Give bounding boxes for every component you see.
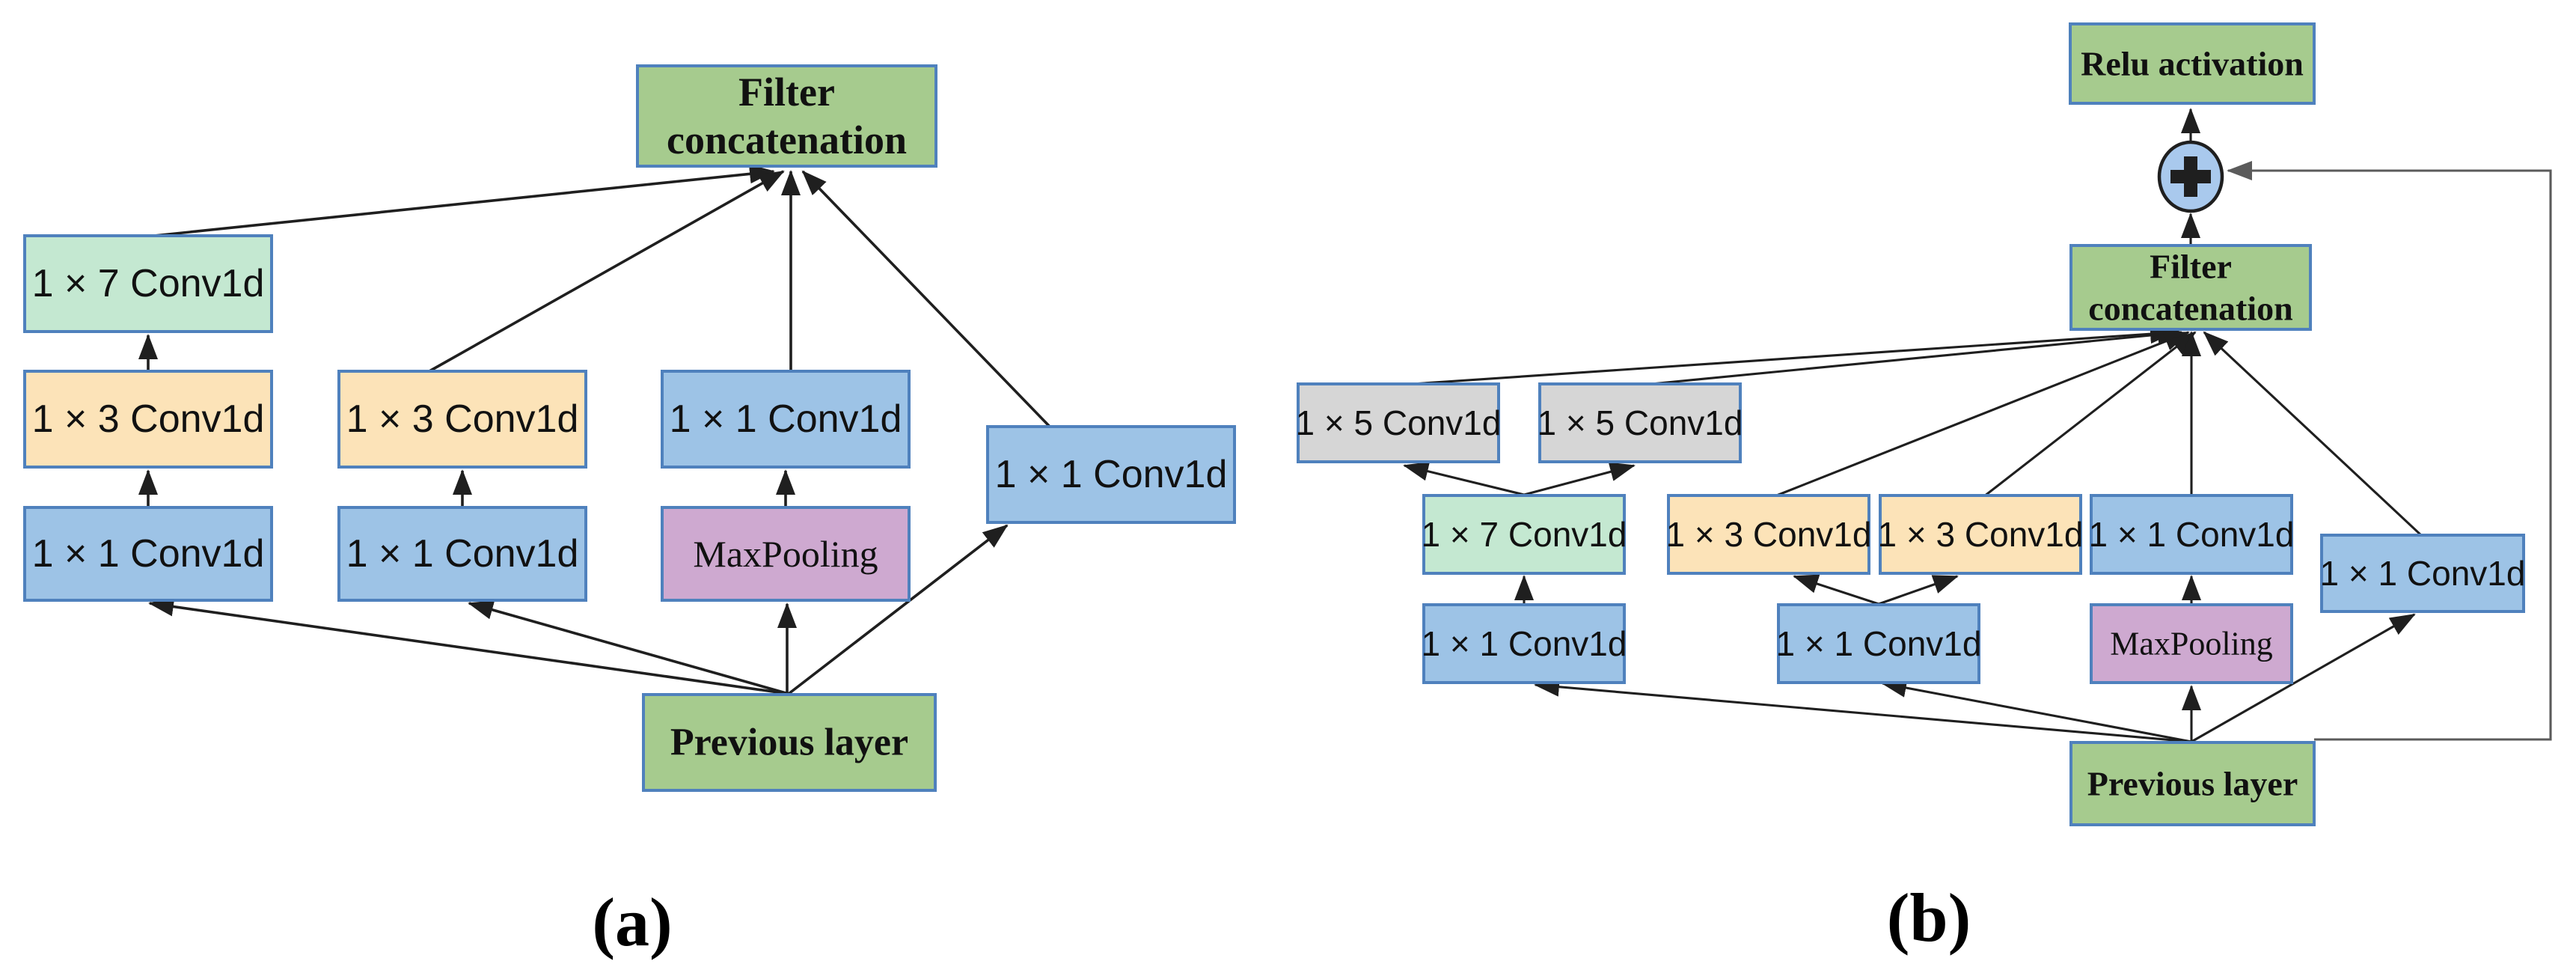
node-filter-concat: Filter concatenation (2069, 244, 2312, 331)
maxpooling-label: MaxPooling (2110, 626, 2273, 662)
edge-prev-to-conv1x1mid (1881, 678, 2192, 743)
conv-1x1-col4-label: 1 × 1 Conv1d (995, 453, 1228, 496)
node-conv-1x5-right: 1 × 5 Conv1d (1538, 382, 1743, 463)
conv-1x5-left-box (1297, 382, 1500, 463)
previous-layer-box (2069, 741, 2316, 826)
node-conv-1x3-col1: 1 × 3 Conv1d (23, 370, 273, 469)
conv-1x1-right-box (2320, 534, 2525, 613)
relu-activation-box (2069, 22, 2316, 105)
edge-prev-to-conv1x1b (468, 600, 789, 695)
caption-b: (b) (1887, 879, 1971, 956)
edge-prev-to-conv1x1d (787, 524, 1009, 695)
node-conv-1x1-top: 1 × 1 Conv1d (2089, 494, 2295, 575)
node-conv-1x1-col4: 1 × 1 Conv1d (986, 425, 1236, 524)
node-previous-layer: Previous layer (642, 693, 937, 792)
node-add (2157, 140, 2224, 213)
conv-1x1-top-label: 1 × 1 Conv1d (2089, 515, 2295, 554)
edge-conv1x7-to-conv1x5b (1523, 462, 1636, 496)
conv-1x1-col2-box (337, 506, 587, 602)
node-conv-1x5-left: 1 × 5 Conv1d (1296, 382, 1502, 463)
node-conv-1x3-col2: 1 × 3 Conv1d (337, 370, 587, 469)
conv-1x1-col4-box (986, 425, 1236, 524)
filter-concat-label: Filter (738, 70, 835, 115)
maxpooling-box (661, 506, 911, 602)
previous-layer-box (642, 693, 937, 792)
conv-1x7-box (1422, 494, 1626, 575)
conv-1x1-col3-box (661, 370, 911, 469)
relu-activation-label: Relu activation (2081, 45, 2304, 83)
node-conv-1x1-col2: 1 × 1 Conv1d (337, 506, 587, 602)
filter-concat-box (636, 64, 937, 168)
previous-layer-label: Previous layer (670, 722, 908, 764)
node-conv-1x1-mid: 1 × 1 Conv1d (1776, 603, 1982, 684)
edge-prev-to-conv1x1left (1534, 677, 2192, 743)
conv-1x1-left-box (1422, 603, 1626, 684)
edge-conv1x1mid-to-conv1x3b (1878, 575, 1959, 605)
edge-conv1x3b-to-concat (427, 170, 785, 373)
conv-1x5-right-box (1538, 382, 1742, 463)
conv-1x1-col2-label: 1 × 1 Conv1d (346, 532, 579, 576)
node-relu-activation: Relu activation (2069, 22, 2316, 105)
conv-1x3-left-label: 1 × 3 Conv1d (1666, 515, 1872, 554)
filter-concat-label: Filter (2150, 248, 2232, 286)
node-maxpooling: MaxPooling (661, 506, 911, 602)
node-conv-1x1-col3: 1 × 1 Conv1d (661, 370, 911, 469)
conv-1x7-box (23, 234, 273, 333)
conv-1x5-right-label: 1 × 5 Conv1d (1538, 403, 1743, 442)
conv-1x1-col1-box (23, 506, 273, 602)
conv-1x3-col2-box (337, 370, 587, 469)
node-conv-1x1-right: 1 × 1 Conv1d (2320, 534, 2526, 613)
edge-conv1x7-to-conv1x5a (1403, 461, 1525, 496)
conv-1x3-left-box (1667, 494, 1870, 575)
conv-1x3-col1-label: 1 × 3 Conv1d (32, 397, 265, 441)
filter-concat-label: concatenation (667, 118, 907, 162)
edge-conv1x7-to-concat (146, 164, 775, 238)
conv-1x1-top-box (2090, 494, 2293, 575)
node-conv-1x7: 1 × 7 Conv1d (23, 234, 273, 333)
diagram-b-edges (1401, 108, 2552, 743)
node-conv-1x3-right: 1 × 3 Conv1d (1878, 494, 2084, 575)
conv-1x1-mid-box (1777, 603, 1980, 684)
diagram-a-edges (138, 164, 1052, 695)
conv-1x3-col1-box (23, 370, 273, 469)
edge-conv1x1mid-to-conv1x3a (1793, 574, 1879, 605)
node-conv-1x3-left: 1 × 3 Conv1d (1666, 494, 1872, 575)
edge-conv1x1d-to-concat (801, 170, 1052, 429)
edge-conv1x3b-to-concat (1983, 331, 2197, 498)
conv-1x3-right-box (1879, 494, 2082, 575)
node-conv-1x1-left: 1 × 1 Conv1d (1422, 603, 1627, 684)
conv-1x1-mid-label: 1 × 1 Conv1d (1776, 624, 1982, 663)
conv-1x1-left-label: 1 × 1 Conv1d (1422, 624, 1627, 663)
conv-1x3-right-label: 1 × 3 Conv1d (1878, 515, 2084, 554)
maxpooling-label: MaxPooling (693, 533, 878, 575)
edge-prev-to-conv1x1a (148, 597, 789, 695)
conv-1x1-col1-label: 1 × 1 Conv1d (32, 532, 265, 576)
conv-1x7-label: 1 × 7 Conv1d (1422, 515, 1627, 554)
node-maxpooling: MaxPooling (2090, 603, 2293, 684)
conv-1x7-label: 1 × 7 Conv1d (32, 262, 265, 305)
edge-conv1x1right-to-concat (2203, 331, 2423, 537)
edge-conv1x5b-to-concat (1643, 325, 2183, 386)
edge-prev-to-conv1x1right (2191, 613, 2416, 743)
conv-1x1-right-label: 1 × 1 Conv1d (2320, 554, 2526, 593)
edge-conv1x5a-to-concat (1401, 324, 2176, 386)
node-conv-1x1-col1: 1 × 1 Conv1d (23, 506, 273, 602)
node-previous-layer: Previous layer (2069, 741, 2316, 826)
edge-conv1x3a-to-concat (1774, 331, 2190, 498)
maxpooling-box (2090, 603, 2293, 684)
conv-1x1-col3-label: 1 × 1 Conv1d (670, 397, 902, 441)
conv-1x3-col2-label: 1 × 3 Conv1d (346, 397, 579, 441)
node-conv-1x7: 1 × 7 Conv1d (1422, 494, 1627, 575)
previous-layer-label: Previous layer (2087, 765, 2298, 803)
edge-skip-connection (2227, 161, 2552, 741)
filter-concat-box (2069, 244, 2312, 331)
conv-1x5-left-label: 1 × 5 Conv1d (1296, 403, 1502, 442)
add-icon (2170, 156, 2211, 197)
caption-a: (a) (592, 884, 672, 960)
filter-concat-label: concatenation (2088, 290, 2292, 328)
